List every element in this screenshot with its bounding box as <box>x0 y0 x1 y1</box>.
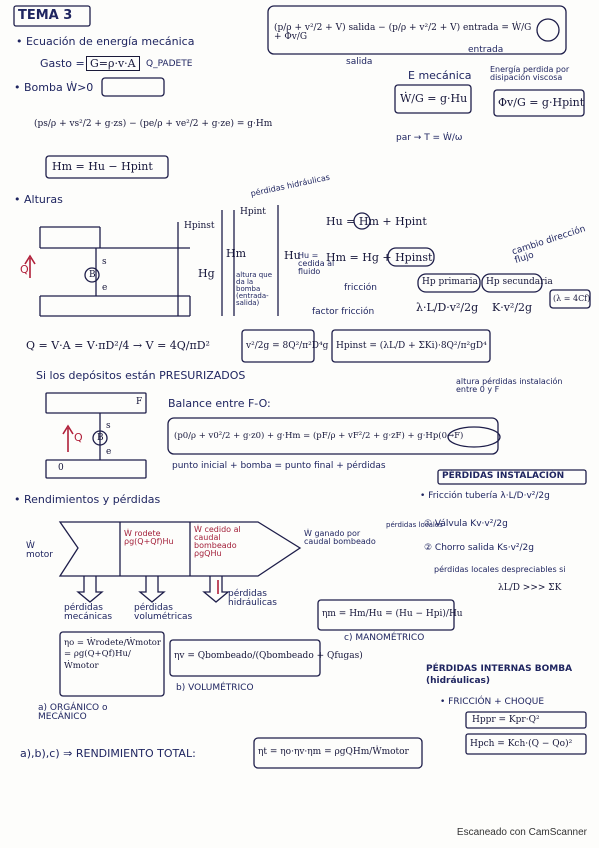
hpch-equation: Hpch = Kch·(Q − Qo)² <box>470 739 573 749</box>
pump-s: s <box>102 257 107 267</box>
v-equation: v²/2g = 8Q²/π²D⁴g <box>246 341 329 351</box>
balance-label: Balance entre F-O: <box>168 397 271 410</box>
q-equation: Q = V·A = V·πD²/4 → V = 4Q/πD² <box>26 339 210 352</box>
perdidas-title: PÉRDIDAS INSTALACIÓN <box>442 471 565 481</box>
pump2-e: e <box>106 447 112 457</box>
sec-equation: K·v²/2g <box>492 301 533 314</box>
disipacion-label: Energía perdida por disipación viscosa <box>490 65 570 82</box>
gasto-box: G=ρ·v·A <box>86 56 140 71</box>
pump2-b: B <box>97 433 104 443</box>
hg-label: Hg <box>198 267 215 280</box>
pump-b: B <box>89 270 96 280</box>
pump2-s: s <box>106 421 111 431</box>
friccion-tuberia: • Fricción tubería λ·L/D·v²/2g <box>420 491 550 501</box>
rendimiento-total-label: a),b),c) ⇒ RENDIMIENTO TOTAL: <box>20 747 196 760</box>
perd-hid-label-2: pérdidas hidráulicas <box>228 589 277 608</box>
perd-loc-label: pérdidas locales <box>386 521 443 529</box>
tema-title: TEMA 3 <box>18 8 73 23</box>
hm-equation: Hm = Hg + Hpinst <box>326 251 433 264</box>
hu-label: Hu <box>284 249 301 262</box>
balance-equation: (p0/ρ + v0²/2 + g·z0) + g·Hm = (pF/ρ + v… <box>174 431 464 441</box>
par-equation: par → T = Ẇ/ω <box>396 133 463 143</box>
pump-e: e <box>102 283 108 293</box>
scanner-watermark: Escaneado con CamScanner <box>456 827 587 838</box>
hu-desc: Hu = cedida al fluido <box>298 251 335 276</box>
q2-label: Q <box>74 431 83 444</box>
bomba-equation: (ps/ρ + vs²/2 + g·zs) − (pe/ρ + ve²/2 + … <box>34 119 273 129</box>
w-cedido-label: Ẇ cedido al caudal bombeado ρgQHu <box>194 525 241 558</box>
phi-equation: Φv/G = g·Hpint <box>498 96 585 109</box>
eta-m-equation: ηm = Hm/Hu = (Hu − Hpi)/Hu <box>322 609 463 619</box>
perd-mec-label: pérdidas mecánicas <box>64 603 113 622</box>
perd-int-title: PÉRDIDAS INTERNAS BOMBA (hidráulicas) <box>426 664 573 686</box>
hppr-equation: Hppr = Kpr·Q² <box>472 715 540 725</box>
hm-label: Hm <box>226 247 247 260</box>
w-motor-label: Ẇ motor <box>26 541 54 560</box>
manometrico-label: c) MANOMÉTRICO <box>344 633 425 643</box>
energy-section-title: • Ecuación de energía mecánica <box>16 35 195 48</box>
hu-equation: Hu = Hm + Hpint <box>326 215 427 228</box>
energy-equation: (p/ρ + v²/2 + V) salida − (p/ρ + v²/2 + … <box>274 23 532 42</box>
presurizados-title: Si los depósitos están PRESURIZADOS <box>36 369 246 382</box>
lambda-box: (λ = 4Cf) <box>553 294 591 303</box>
balance-note: punto inicial + bomba = punto final + pé… <box>172 461 386 471</box>
depo-o: 0 <box>58 463 64 473</box>
w-rodete-label: Ẇ rodete ρg(Q+Qf)Hu <box>124 529 174 546</box>
q-label: Q <box>20 263 29 276</box>
hpprim-label: Hp primaria <box>422 277 478 287</box>
perd-vol-label: pérdidas volumétricas <box>134 603 193 622</box>
entrada-label: entrada <box>468 45 504 55</box>
eta-o-equation: ηo = Ẇrodete/Ẇmotor = ρg(Q+Qf)Hu/Ẇmotor <box>64 638 161 671</box>
hm-box: Hm = Hu − Hpint <box>52 160 153 173</box>
fric-choq-label: • FRICCIÓN + CHOQUE <box>440 697 545 707</box>
despreciables-label: pérdidas locales despreciables si <box>434 565 566 574</box>
rendimiento-total-equation: ηt = ηo·ηv·ηm = ρgQHm/Ẇmotor <box>258 747 409 757</box>
chorro-label: ② Chorro salida Ks·v²/2g <box>424 543 534 553</box>
altura-perd-label: altura pérdidas instalación entre 0 y F <box>456 377 563 394</box>
factor-label: factor fricción <box>312 307 375 317</box>
hpsec-label: Hp secundaria <box>486 277 553 287</box>
despreciables-cond: λL/D >>> ΣK <box>498 583 562 593</box>
hpinst-equation: Hpinst = (λL/D + ΣKi)·8Q²/π²gD⁴ <box>336 341 487 351</box>
bomba-title: • Bomba Ẇ>0 <box>14 81 94 94</box>
valvula-label: ① Válvula Kv·v²/2g <box>424 519 508 529</box>
gasto-tail: Q_PADETE <box>146 59 193 69</box>
w-equation: Ẇ/G = g·Hu <box>400 92 468 105</box>
rendimientos-title: • Rendimientos y pérdidas <box>14 493 161 506</box>
friccion-label: fricción <box>344 283 377 293</box>
gasto-label: Gasto = <box>40 57 85 70</box>
hpint-label: Hpint <box>240 207 266 217</box>
organico-label: a) ORGÁNICO o MECÁNICO <box>38 703 108 722</box>
emecanica-label: E mecánica <box>408 69 472 82</box>
volumetrico-label: b) VOLUMÉTRICO <box>176 683 254 693</box>
hm-desc: altura que da la bomba (entrada-salida) <box>236 271 272 307</box>
depo-f: F <box>136 397 143 407</box>
alturas-title: • Alturas <box>14 193 63 206</box>
eta-v-equation: ηv = Qbombeado/(Qbombeado + Qfugas) <box>174 651 363 661</box>
fric-equation: λ·L/D·v²/2g <box>416 301 479 314</box>
hpinst-label: Hpinst <box>184 221 215 231</box>
w-ganado-label: Ẇ ganado por caudal bombeado <box>304 529 376 546</box>
salida-label: salida <box>346 57 373 67</box>
